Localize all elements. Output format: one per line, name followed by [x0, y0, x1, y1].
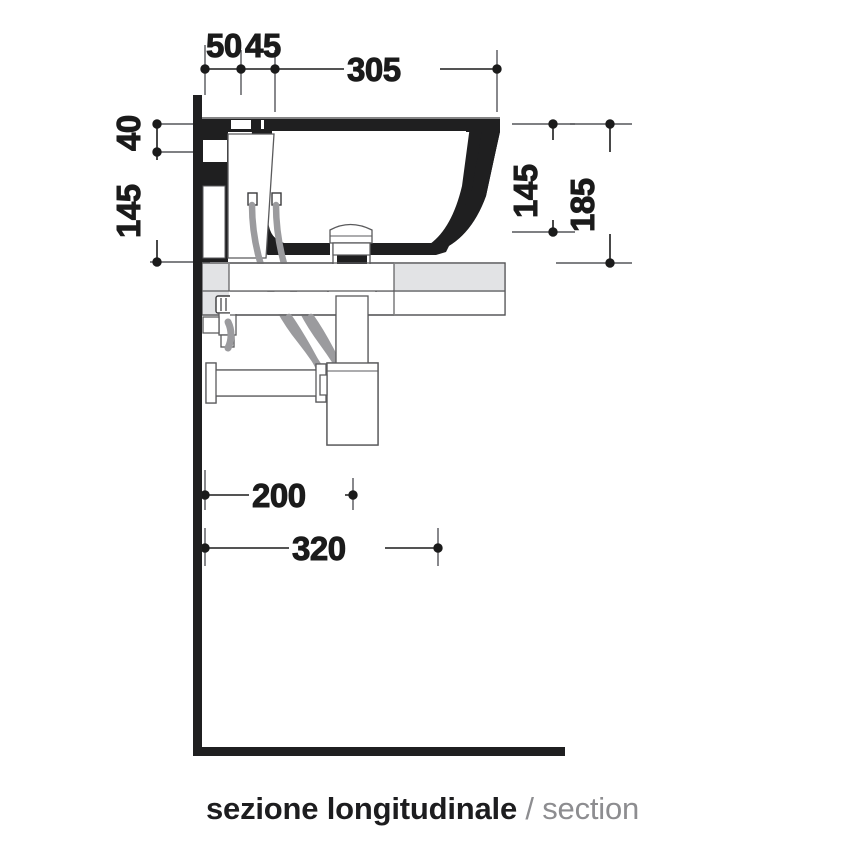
dim-320-label: 320 — [292, 530, 346, 567]
dim-185-label: 185 — [564, 178, 601, 232]
dim-185: 185 — [564, 119, 617, 268]
caption-english: section — [542, 791, 640, 826]
dim-145-left-label: 145 — [110, 184, 147, 238]
caption: sezione longitudinale / section — [206, 793, 639, 824]
hose-shelf-occlusion — [230, 262, 394, 316]
dim-145-right: 145 — [507, 119, 560, 237]
dim-320: 320 — [200, 530, 443, 568]
valve-hose-tail — [224, 318, 235, 352]
floor — [193, 747, 565, 756]
caption-separator: / — [517, 791, 543, 826]
dim-305-label: 305 — [347, 51, 401, 88]
dim-50-label: 50 — [206, 27, 242, 64]
dim-40-label: 40 — [110, 115, 147, 151]
dim-50: 50 — [200, 27, 246, 74]
right-extension-lines — [512, 123, 632, 264]
pop-up-waste — [329, 223, 373, 266]
dim-45-label: 45 — [245, 27, 281, 64]
dim-305: 305 — [275, 51, 502, 89]
caption-italian: sezione longitudinale — [206, 791, 517, 826]
dim-145-right-label: 145 — [507, 164, 544, 218]
dim-40: 40 — [110, 115, 162, 157]
pipe-overlap-repaint — [193, 95, 379, 755]
tap-block — [227, 133, 282, 259]
dimension-layer: 50 45 305 — [110, 27, 632, 568]
dim-200-label: 200 — [252, 477, 306, 514]
dim-145-left: 145 — [110, 152, 162, 267]
dim-45: 45 — [241, 27, 282, 74]
dim-200: 200 — [200, 477, 358, 515]
